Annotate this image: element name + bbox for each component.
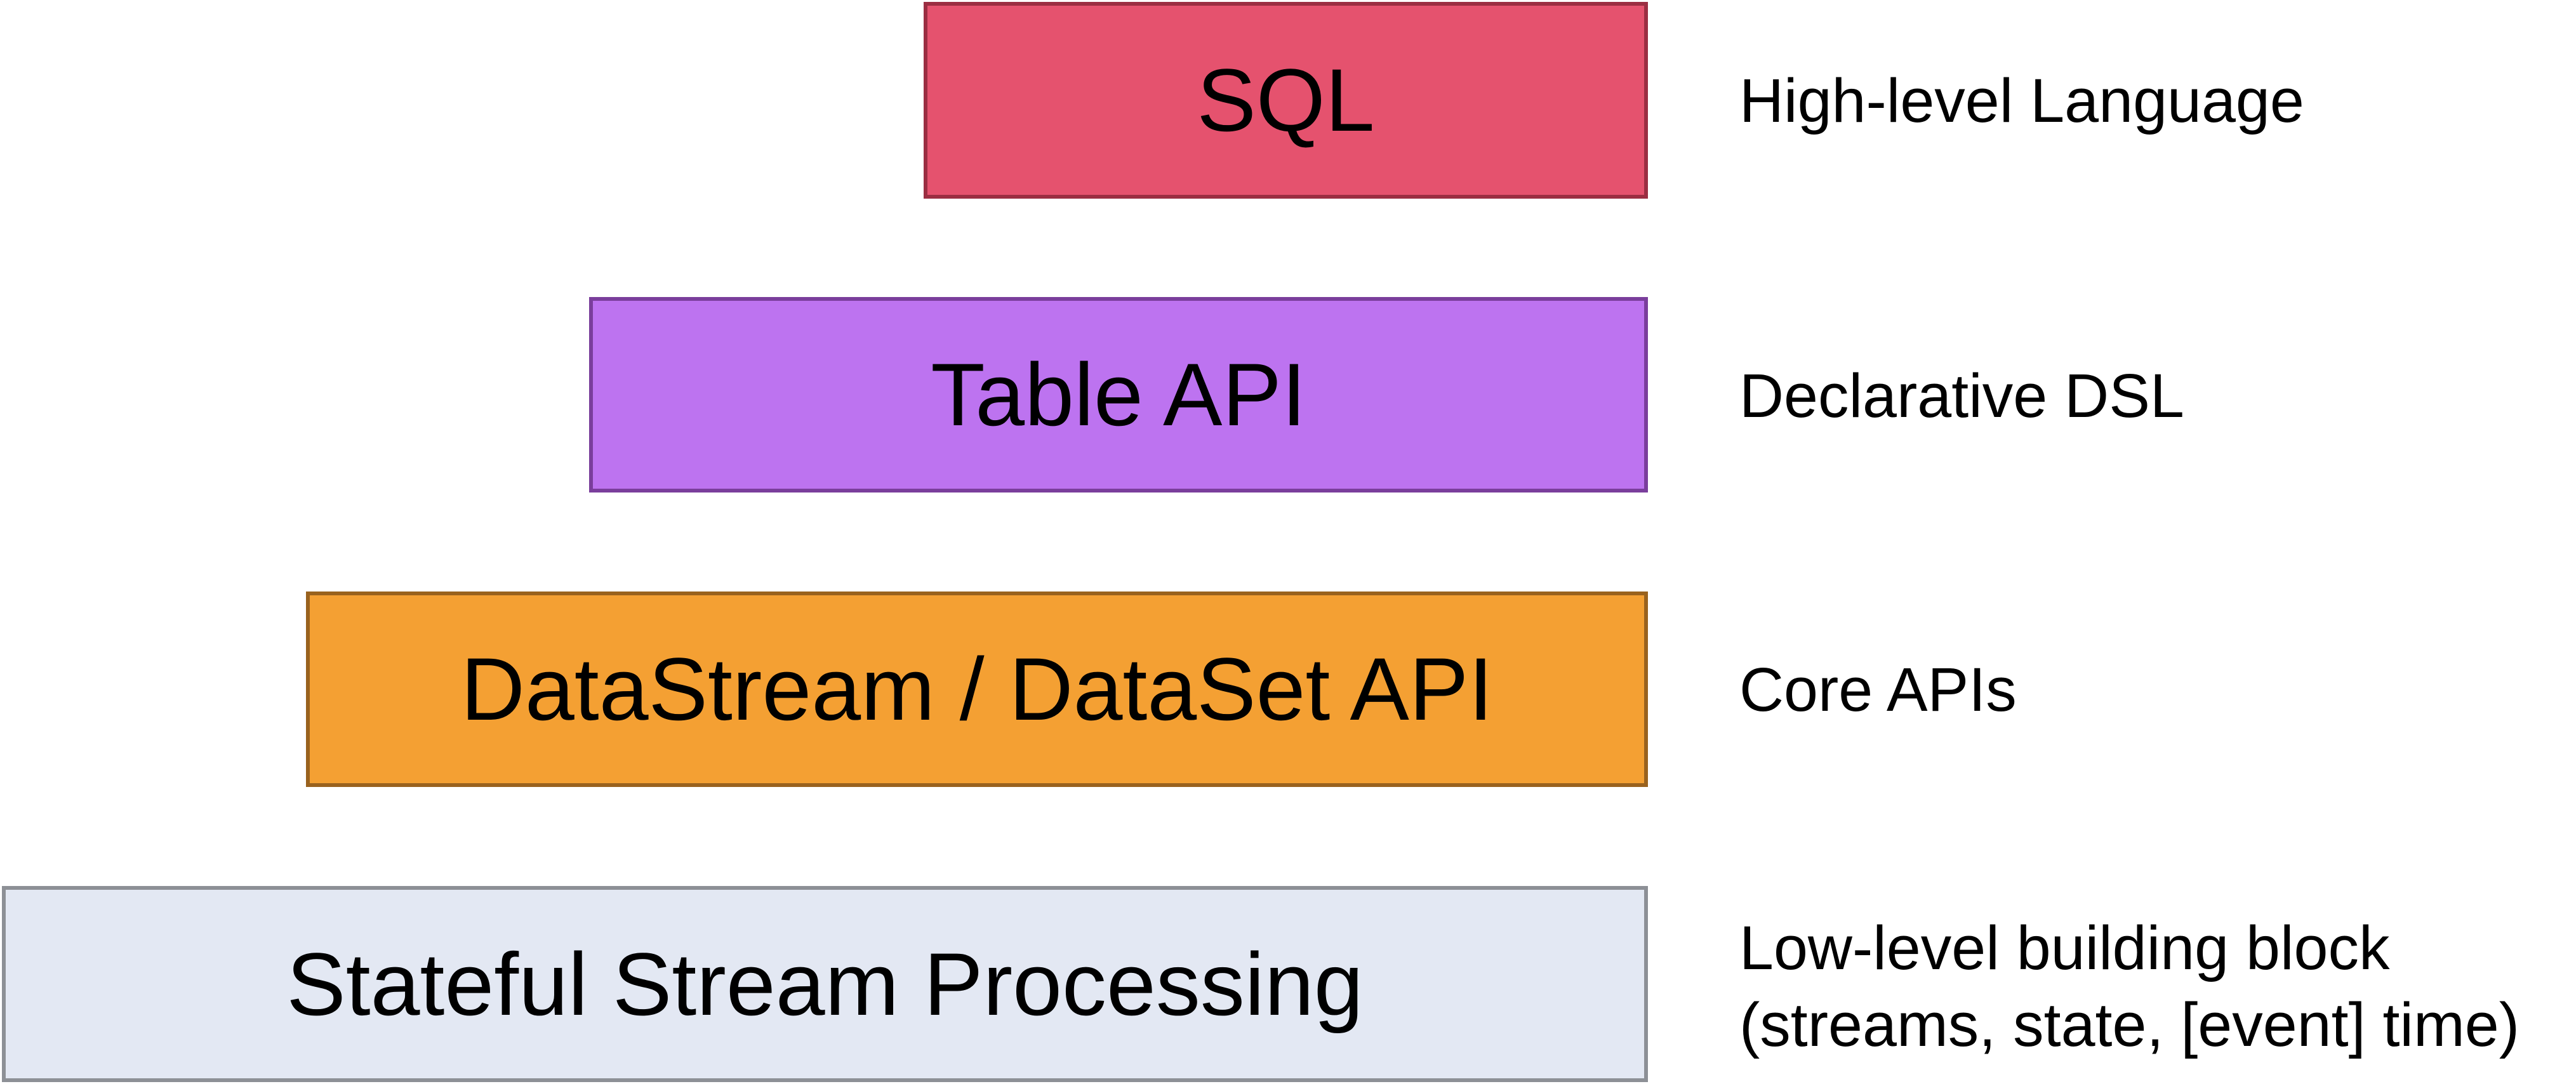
layer-datastream-description-line: Core APIs [1739, 655, 2017, 724]
layer-table-api-description: Declarative DSL [1739, 357, 2184, 434]
layer-datastream-box: DataStream / DataSet API [306, 592, 1648, 787]
layer-sql-box: SQL [924, 2, 1648, 199]
layer-sql-label: SQL [1197, 50, 1375, 150]
layer-sql-description: High-level Language [1739, 62, 2304, 139]
layer-sql-description-line: High-level Language [1739, 66, 2304, 135]
layer-stateful-description-line-1: Low-level building block [1739, 913, 2390, 982]
layer-stateful-box: Stateful Stream Processing [2, 886, 1648, 1082]
layer-stateful-description: Low-level building block (streams, state… [1739, 909, 2520, 1064]
layer-table-api-description-line: Declarative DSL [1739, 361, 2184, 430]
layer-table-api-box: Table API [589, 297, 1648, 492]
layer-stateful-description-line-2: (streams, state, [event] time) [1739, 990, 2520, 1060]
layer-stateful-label: Stateful Stream Processing [286, 934, 1364, 1034]
layer-datastream-label: DataStream / DataSet API [460, 639, 1494, 739]
layer-table-api-label: Table API [931, 345, 1306, 444]
layer-datastream-description: Core APIs [1739, 651, 2017, 728]
